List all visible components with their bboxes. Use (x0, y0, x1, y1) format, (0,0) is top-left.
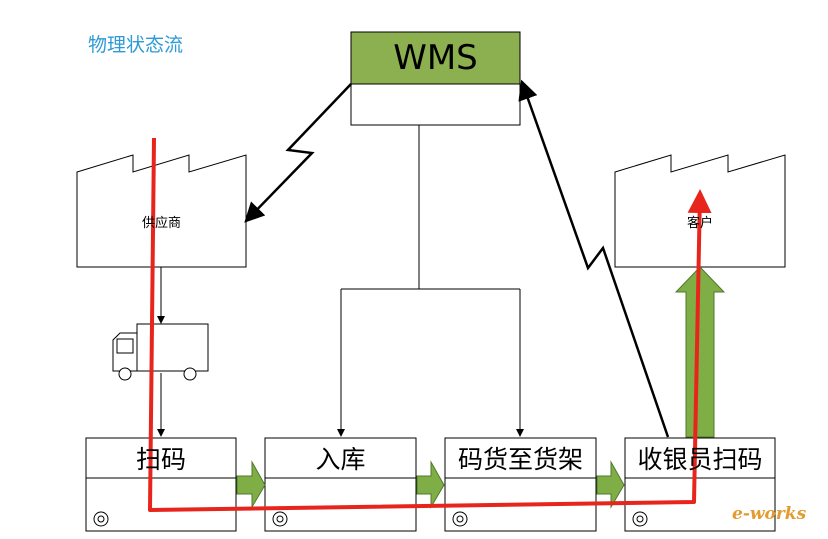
wms-label: WMS (393, 38, 478, 78)
process-box-scan (85, 437, 237, 532)
physical-flow-red-line (148, 137, 712, 512)
process-label-shelving: 码货至货架 (457, 445, 583, 474)
push-arrow-3 (596, 460, 625, 509)
diagram-title: 物理状态流 (88, 34, 184, 56)
supplier-factory (76, 154, 247, 268)
process-box-inbound (264, 437, 417, 532)
supplier-label: 供应商 (141, 216, 181, 231)
process-box-cashier (624, 437, 776, 532)
wms-header (350, 31, 521, 85)
process-label-cashier: 收银员扫码 (637, 445, 763, 474)
truck-icon (112, 323, 209, 381)
cashier-to-wms-info-arrow (518, 79, 670, 438)
process-label-inbound: 入库 (315, 445, 366, 474)
push-arrow-to-customer (674, 266, 726, 438)
push-arrow-2 (416, 460, 445, 509)
wms-to-supplier-info-arrow (244, 83, 352, 223)
process-box-shelving (444, 437, 597, 532)
push-arrow-1 (236, 460, 266, 509)
eworks-watermark: e-works (732, 504, 807, 524)
process-label-scan: 扫码 (135, 445, 186, 474)
customer-label: 客户 (686, 216, 713, 231)
